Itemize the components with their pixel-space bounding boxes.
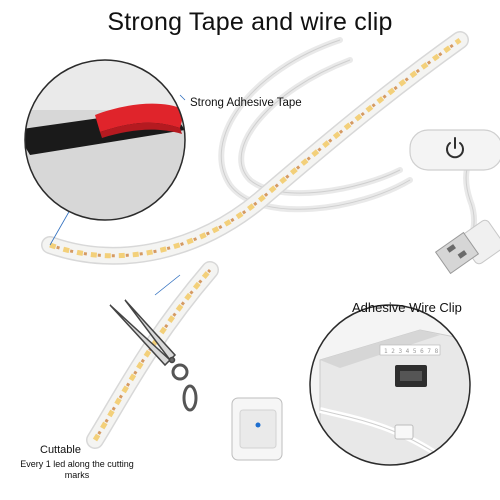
cuttable-label: Cuttable	[40, 444, 81, 456]
pointer-line	[49, 209, 71, 246]
scissors-icon	[109, 299, 198, 412]
red-liner	[95, 103, 185, 132]
pointer-line	[154, 274, 181, 296]
usb-plug	[434, 219, 500, 275]
cuttable-note: Every 1 led along the cutting marks	[20, 459, 134, 480]
wire-clip-closeup-circle: 1 2 3 4 5 6 7 8	[309, 304, 471, 466]
touch-switch[interactable]	[409, 129, 500, 171]
led-strip-cuttable	[86, 261, 219, 449]
wire-clip	[231, 397, 283, 461]
clip-dot	[255, 422, 261, 428]
tape-label: Strong Adhesive Tape	[190, 97, 302, 109]
power-icon	[446, 137, 464, 159]
svg-text:1 2 3 4 5 6 7 8: 1 2 3 4 5 6 7 8	[384, 348, 439, 355]
page-title: Strong Tape and wire clip	[107, 8, 393, 36]
wire-clip-label: Adhesive Wire Clip	[352, 300, 462, 315]
tape-closeup-circle	[24, 59, 186, 221]
led-strip	[41, 31, 469, 265]
